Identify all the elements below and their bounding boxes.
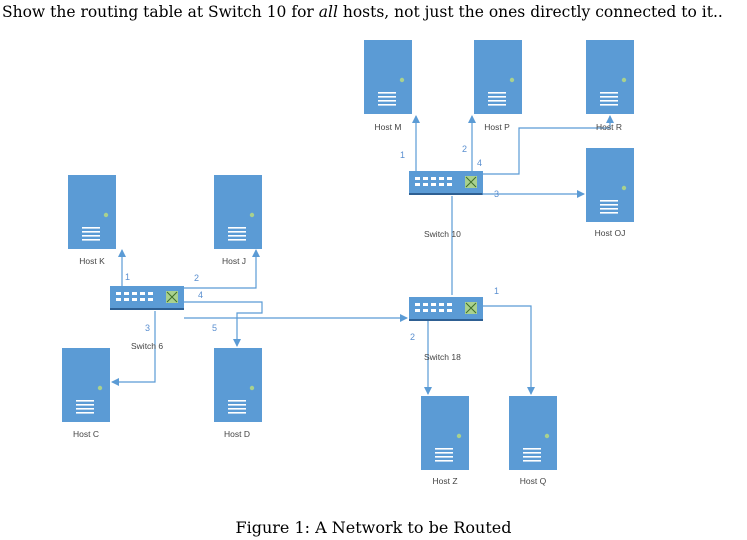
switch-18-label: Switch 18 (424, 352, 461, 362)
host-q-server (509, 396, 557, 470)
host-p-server (474, 40, 522, 114)
question-part1: Show the routing table at Switch 10 for (2, 3, 319, 21)
s6-port-k: 1 (125, 272, 130, 282)
host-r-server (586, 40, 634, 114)
host-k-server (68, 175, 116, 249)
host-j-label: Host J (222, 256, 246, 266)
link-s10-host-r (482, 115, 614, 175)
s18-port-s10: 1 (494, 286, 499, 296)
host-c-label: Host C (73, 429, 99, 439)
host-z-label: Host Z (432, 476, 457, 486)
host-oj-server (586, 148, 634, 222)
question-text: Show the routing table at Switch 10 for … (2, 3, 723, 21)
link-s18-host-q (482, 305, 535, 395)
s6-port-c: 3 (145, 323, 150, 333)
link-s6-host-j (184, 249, 260, 289)
host-k-label: Host K (79, 256, 105, 266)
host-p-label: Host P (484, 122, 510, 132)
link-s6-host-d (184, 301, 263, 347)
question-emphasis: all (318, 3, 338, 21)
host-m-label: Host M (375, 122, 402, 132)
switch-6-device (109, 285, 185, 311)
s6-port-j: 2 (194, 273, 199, 283)
s10-port-m: 1 (400, 150, 405, 160)
host-r-label: Host R (596, 122, 622, 132)
host-oj-label: Host OJ (595, 228, 626, 238)
figure-caption: Figure 1: A Network to be Routed (235, 518, 512, 537)
switch-6-label: Switch 6 (131, 341, 163, 351)
s10-port-r: 4 (477, 158, 482, 168)
host-j-server (214, 175, 262, 249)
s18-port-s6: 2 (410, 332, 415, 342)
host-m-server (364, 40, 412, 114)
switch-10-device (408, 170, 484, 196)
switch-18-device (408, 296, 484, 322)
host-d-label: Host D (224, 429, 250, 439)
host-z-server (421, 396, 469, 470)
s6-port-s18: 4 (198, 290, 203, 300)
question-part2: hosts, not just the ones directly connec… (337, 3, 723, 21)
host-c-server (62, 348, 110, 422)
host-d-server (214, 348, 262, 422)
link-s6-host-c (111, 311, 156, 386)
switch-10-label: Switch 10 (424, 229, 461, 239)
host-q-label: Host Q (520, 476, 547, 486)
s10-port-oj: 3 (494, 189, 499, 199)
s10-port-p: 2 (462, 144, 467, 154)
s6-port-d: 5 (212, 323, 217, 333)
